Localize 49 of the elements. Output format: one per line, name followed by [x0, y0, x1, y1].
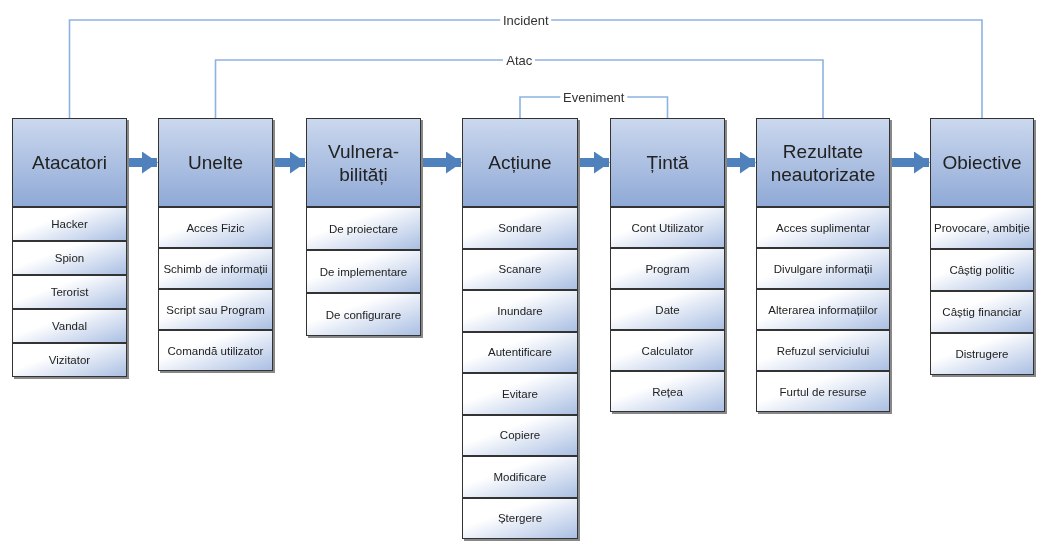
category-header: Atacatori: [12, 118, 127, 207]
list-item: Vandal: [12, 309, 127, 343]
list-item: Autentificare: [462, 331, 578, 373]
list-item: De proiectare: [306, 207, 421, 250]
block-arrow: [892, 151, 930, 174]
connector-line: [214, 59, 824, 119]
list-item: Refuzul serviciului: [756, 330, 890, 371]
category-header: Acțiune: [462, 118, 578, 207]
connector-line: [68, 19, 983, 119]
list-item: Copiere: [462, 414, 578, 456]
list-item: Terorist: [12, 275, 127, 309]
block-arrow: [275, 151, 306, 174]
list-item: Comandă utilizator: [158, 330, 273, 371]
list-item: Rețea: [610, 371, 725, 412]
list-item: Schimb de informații: [158, 248, 273, 289]
list-item: Ștergere: [462, 497, 578, 539]
list-item: Vizitator: [12, 343, 127, 377]
list-item: Scanare: [462, 248, 578, 290]
list-item: Câștig politic: [930, 249, 1034, 291]
list-item: Divulgare informații: [756, 248, 890, 289]
list-item: De configurare: [306, 293, 421, 336]
list-item: Cont Utilizator: [610, 207, 725, 248]
category-header: Unelte: [158, 118, 273, 207]
block-arrow: [580, 151, 610, 174]
list-item: Furtul de resurse: [756, 371, 890, 412]
category-header: Vulnera- bilități: [306, 118, 421, 207]
list-item: Date: [610, 289, 725, 330]
list-item: Calculator: [610, 330, 725, 371]
block-arrow: [423, 151, 462, 174]
list-item: Inundare: [462, 290, 578, 332]
list-item: Hacker: [12, 207, 127, 241]
list-item: Program: [610, 248, 725, 289]
list-item: Evitare: [462, 373, 578, 415]
list-item: Script sau Program: [158, 289, 273, 330]
list-item: Distrugere: [930, 333, 1034, 375]
list-item: Spion: [12, 241, 127, 275]
list-item: De implementare: [306, 250, 421, 293]
category-header: Rezultate neautorizate: [756, 118, 890, 207]
list-item: Modificare: [462, 456, 578, 498]
block-arrow: [727, 151, 756, 174]
category-header: Țintă: [610, 118, 725, 207]
list-item: Alterarea informațiilor: [756, 289, 890, 330]
list-item: Câștig financiar: [930, 291, 1034, 333]
list-item: Sondare: [462, 207, 578, 249]
block-arrow: [129, 151, 158, 174]
list-item: Acces suplimentar: [756, 207, 890, 248]
category-header: Obiective: [930, 118, 1034, 207]
list-item: Acces Fizic: [158, 207, 273, 248]
list-item: Provocare, ambiție: [930, 207, 1034, 249]
